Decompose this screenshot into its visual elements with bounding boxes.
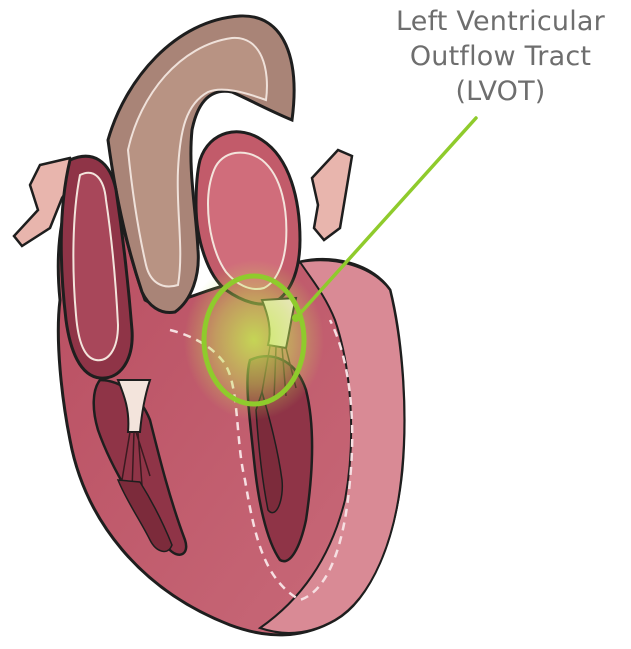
callout-line-3: (LVOT) [370,74,631,109]
right-vessel-branch [312,150,352,240]
lvot-highlight [184,260,324,420]
lvot-callout-label: Left Ventricular Outflow Tract (LVOT) [370,4,631,109]
callout-line-2: Outflow Tract [370,39,631,74]
callout-line-1: Left Ventricular [370,4,631,39]
callout-endpoint [292,314,300,322]
